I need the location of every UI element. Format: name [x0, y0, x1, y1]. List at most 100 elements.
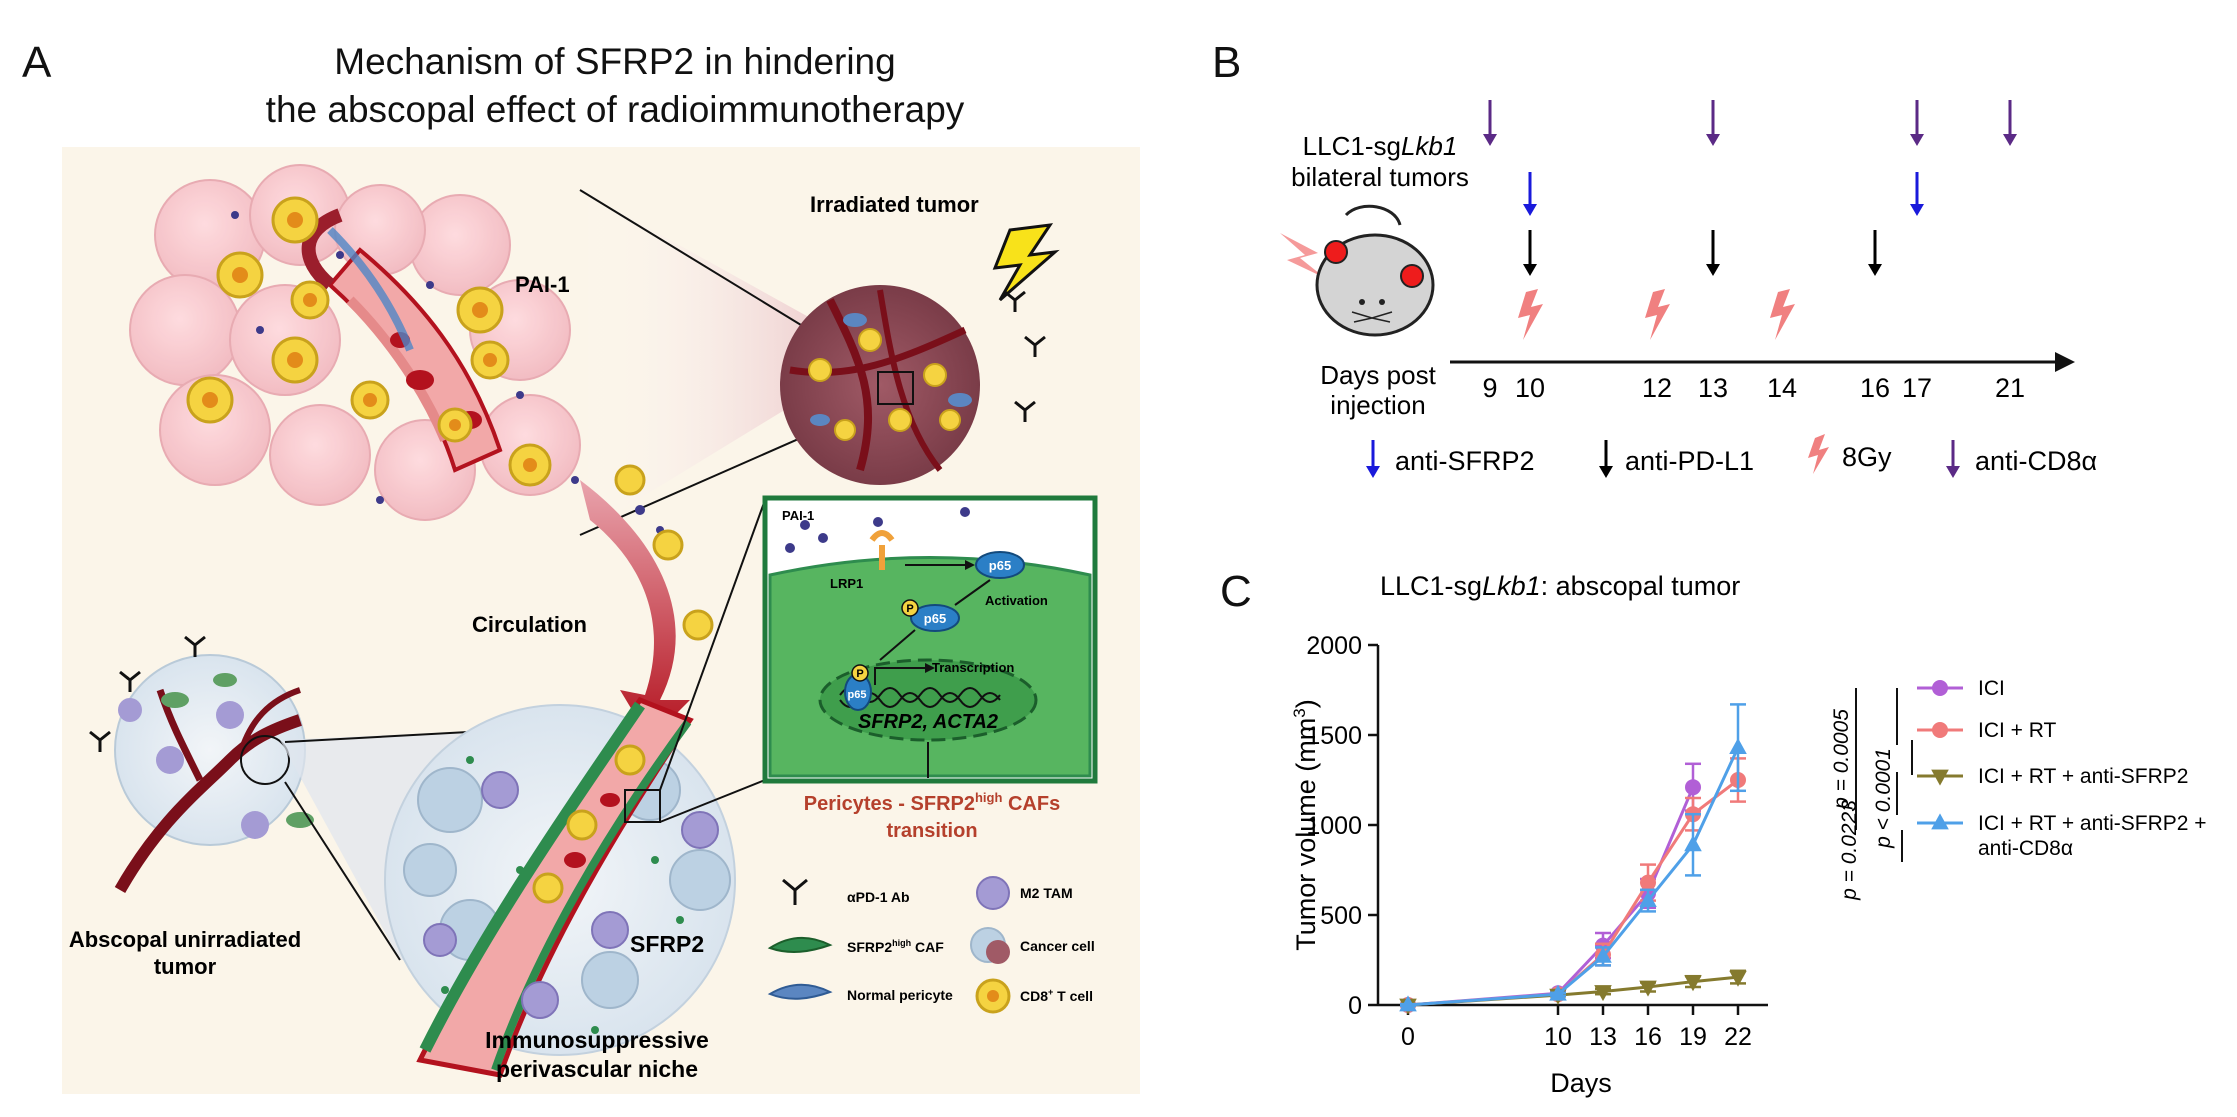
- axis-label-line2: injection: [1330, 390, 1425, 420]
- radiation-icon: [1770, 289, 1795, 340]
- series-line: [1407, 746, 1740, 1007]
- x-tick-label: 13: [1589, 1023, 1617, 1051]
- timeline-day-label: 10: [1515, 373, 1545, 403]
- data-point: [1639, 891, 1657, 907]
- niche-label-line1: Immunosuppressive: [485, 1027, 709, 1053]
- radiation-icon: [1518, 289, 1543, 340]
- x-axis-label: Days: [1550, 1068, 1612, 1098]
- model-label-line2: bilateral tumors: [1291, 162, 1469, 192]
- pai1-label: PAI-1: [515, 272, 570, 297]
- inset-genes: SFRP2, ACTA2: [858, 711, 998, 733]
- timeline-arrowhead: [2055, 352, 2075, 372]
- antibody-icon: [1004, 290, 1046, 422]
- model-label-line1: LLC1-sgLkb1: [1303, 131, 1458, 161]
- series: [1399, 703, 1747, 1012]
- signaling-inset: [762, 495, 1098, 784]
- inset-p65: p65: [924, 611, 946, 626]
- inset-p: P: [906, 603, 913, 615]
- legend-pericyte: Normal pericyte: [847, 987, 953, 1003]
- zoom-line: [659, 779, 766, 823]
- transition-label-line1: Pericytes - SFRP2high CAFs: [804, 790, 1060, 815]
- x-tick-label: 22: [1724, 1023, 1752, 1051]
- pericyte-icon: [767, 983, 833, 1000]
- data-point: [1549, 984, 1567, 1001]
- perivascular-niche: [384, 696, 736, 1078]
- timeline-day-label: 17: [1902, 373, 1932, 403]
- timeline-day-label: 16: [1860, 373, 1890, 403]
- circulation-arrow: [580, 480, 690, 740]
- panel-a-title-line1: Mechanism of SFRP2 in hindering: [334, 41, 896, 82]
- legend-entry: ICI + RT + anti-SFRP2 +anti-CD8α: [1917, 812, 2207, 860]
- legend-label: ICI: [1978, 677, 2005, 700]
- series: [1400, 762, 1701, 1013]
- x-tick-label: 16: [1634, 1023, 1662, 1051]
- mouse-icon: [1280, 204, 1435, 337]
- timeline-day-label: 14: [1767, 373, 1797, 403]
- data-point: [1640, 874, 1656, 891]
- axis-label-line1: Days post: [1320, 360, 1436, 390]
- timeline-day-label: 13: [1698, 373, 1728, 403]
- y-tick-label: 1000: [1306, 812, 1362, 840]
- panel-a-title-line2: the abscopal effect of radioimmunotherap…: [265, 89, 965, 130]
- timeline-day-label: 12: [1642, 373, 1672, 403]
- circulating-t-cells: [614, 464, 714, 641]
- x-tick-label: 19: [1679, 1023, 1707, 1051]
- data-point: [1729, 738, 1747, 754]
- legend-label: anti-CD8α: [1978, 837, 2073, 860]
- panel-letter-c: C: [1220, 567, 1252, 616]
- p-value-2: p = 0.0223: [1838, 800, 1861, 901]
- treatment-timeline: LLC1-sgLkb1 bilateral tumors Days post i…: [1280, 100, 2097, 478]
- legend-anti-cd8a: anti-CD8α: [1975, 446, 2097, 476]
- data-point: [1684, 835, 1702, 852]
- legend-entry: ICI: [1917, 677, 2005, 700]
- y-tick-label: 2000: [1306, 632, 1362, 660]
- panel-letter-a: A: [22, 38, 52, 87]
- antibody-icon: [782, 878, 808, 905]
- legend-caf: SFRP2high CAF: [847, 938, 944, 955]
- legend-icons: [767, 876, 1011, 1014]
- x-tick-label: 10: [1544, 1023, 1572, 1051]
- lightning-icon: [992, 223, 1060, 302]
- y-tick-label: 500: [1320, 902, 1362, 930]
- legend-label: ICI + RT + anti-SFRP2: [1978, 765, 2188, 788]
- dose-arrow: [1523, 230, 1537, 276]
- dose-arrow: [1910, 100, 1924, 146]
- sfrp2-label: SFRP2: [630, 931, 704, 957]
- y-axis-label: Tumor volume (mm3): [1290, 699, 1321, 951]
- abscopal-label-line2: tumor: [154, 954, 217, 979]
- timeline-day-label: 9: [1482, 373, 1497, 403]
- inset-p: P: [856, 668, 863, 680]
- data-point: [1399, 995, 1417, 1012]
- zoom-line: [659, 499, 766, 791]
- inset-lrp1: LRP1: [830, 576, 863, 591]
- circulation-label: Circulation: [472, 612, 587, 637]
- legend-entry: ICI + RT: [1917, 719, 2057, 742]
- tumor-volume-chart: LLC1-sgLkb1: abscopal tumor 050010001500…: [1290, 571, 2207, 1098]
- caf-icon: [767, 936, 833, 953]
- legend-label: ICI + RT: [1978, 719, 2057, 742]
- dose-arrow: [1483, 100, 1497, 146]
- data-point: [1594, 985, 1612, 1002]
- timeline-marks: [1483, 100, 2017, 340]
- dose-arrow: [1523, 172, 1537, 216]
- radiation-icon: [1645, 289, 1670, 340]
- dose-arrow: [1868, 230, 1882, 276]
- inset-p65: p65: [989, 558, 1011, 573]
- panel-a-title: Mechanism of SFRP2 in hindering the absc…: [160, 38, 1070, 134]
- legend-anti-sfrp2: anti-SFRP2: [1395, 446, 1535, 476]
- irradiated-tumor: [780, 285, 980, 485]
- irradiated-tumor-label: Irradiated tumor: [810, 192, 979, 217]
- abscopal-label-line1: Abscopal unirradiated: [69, 927, 301, 952]
- zoom-line: [284, 781, 401, 961]
- m2-tam-icon: [976, 876, 1010, 910]
- mechanism-illustration: PAI-1 Irradiated tumor Circulation Absco…: [62, 147, 1140, 1094]
- data-point: [1932, 722, 1948, 738]
- data-point: [1594, 946, 1612, 963]
- legend-m2tam: M2 TAM: [1020, 885, 1073, 901]
- y-tick-label: 1500: [1306, 722, 1362, 750]
- timeline-day-label: 21: [1995, 373, 2025, 403]
- legend-label: ICI + RT + anti-SFRP2 +: [1978, 812, 2207, 835]
- inset-pai1: PAI-1: [782, 508, 814, 523]
